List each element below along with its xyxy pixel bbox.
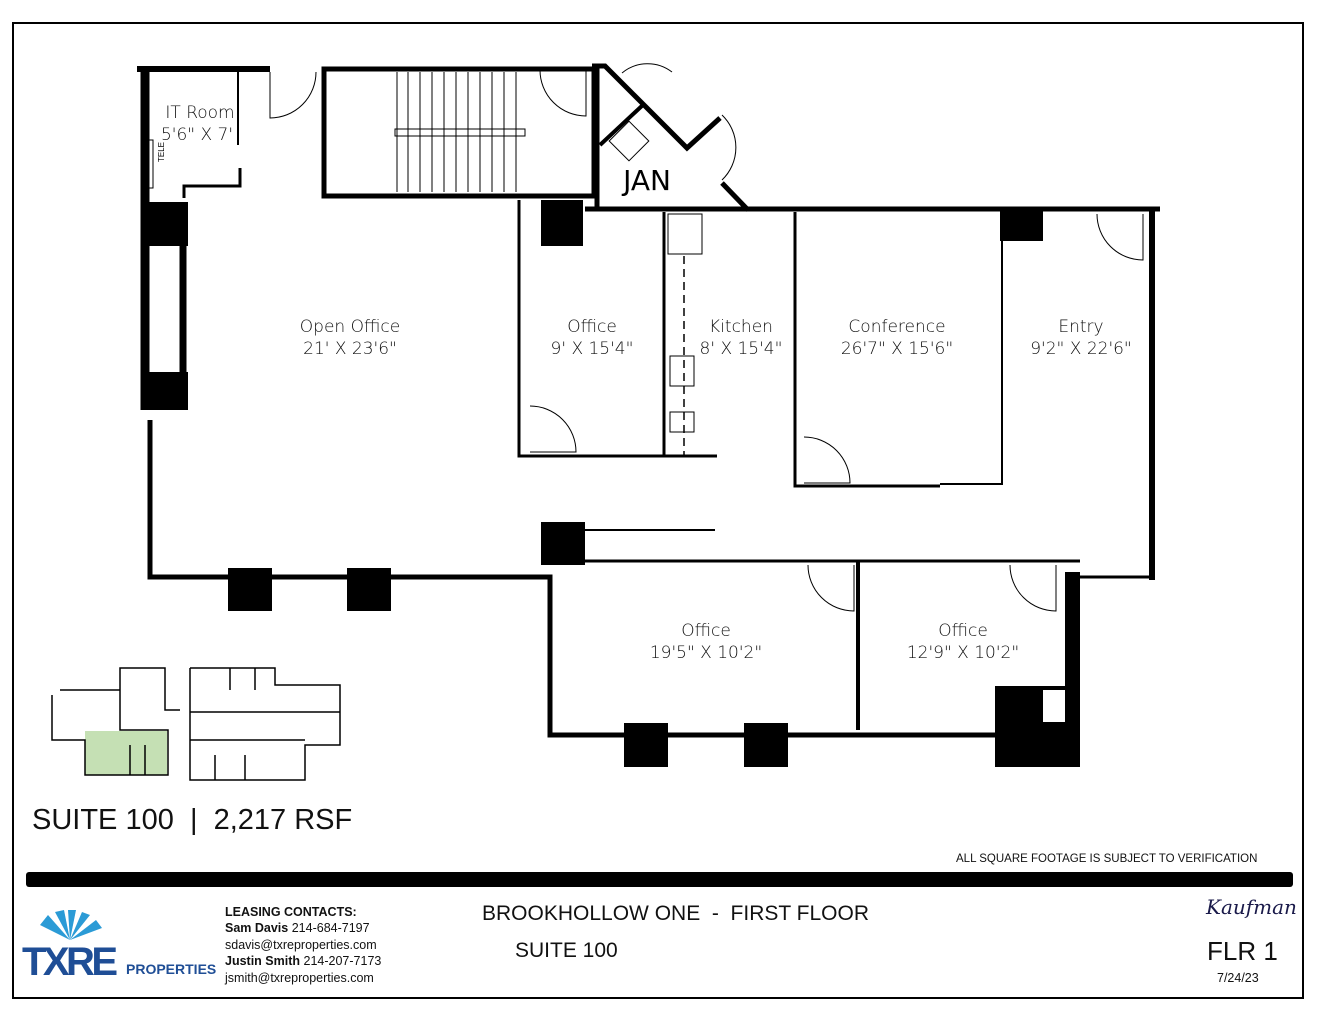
- divider-bar: [26, 872, 1293, 887]
- page-border: [12, 22, 1304, 999]
- room-name: Conference: [848, 317, 945, 337]
- suite-highlight: [85, 731, 167, 775]
- room-dims: 9'2" X 22'6": [1030, 339, 1132, 359]
- leasing-title: LEASING CONTACTS:: [225, 905, 357, 919]
- contact-email[interactable]: jsmith@txreproperties.com: [225, 970, 374, 985]
- tele-label: TELE: [157, 142, 166, 162]
- contact-email[interactable]: sdavis@txreproperties.com: [225, 937, 377, 952]
- contact-phone: 214-684-7197: [291, 921, 370, 936]
- contact-name: Justin Smith: [225, 954, 301, 969]
- jan-label: JAN: [621, 164, 671, 197]
- contact-name: Sam Davis: [225, 921, 289, 936]
- leasing-contacts: LEASING CONTACTS: Sam Davis 214-684-7197…: [225, 904, 381, 986]
- suite-rsf-title: SUITE 100 | 2,217 RSF: [32, 804, 353, 836]
- contact-phone: 214-207-7173: [303, 954, 382, 969]
- room-name: Office: [938, 621, 988, 641]
- columns: [142, 200, 1080, 767]
- room-name: IT Room: [165, 103, 234, 123]
- room-dims: 8' X 15'4": [700, 339, 783, 359]
- room-dims: 9' X 15'4": [551, 339, 634, 359]
- svg-text:TXRE: TXRE: [22, 940, 118, 984]
- date-label: 7/24/23: [1217, 971, 1259, 985]
- room-name: Entry: [1058, 317, 1103, 337]
- suite-label: SUITE 100: [515, 939, 618, 962]
- room-dims: 12'9" X 10'2": [907, 643, 1019, 663]
- building-title: BROOKHOLLOW ONE - FIRST FLOOR: [482, 902, 869, 925]
- room-name: Open Office: [300, 317, 400, 337]
- room-name: Office: [681, 621, 731, 641]
- room-dims: 5'6" X 7': [161, 125, 233, 145]
- floor-label: FLR 1: [1207, 936, 1278, 966]
- room-dims: 26'7" X 15'6": [841, 339, 953, 359]
- key-plan: [51, 667, 341, 781]
- disclaimer: ALL SQUARE FOOTAGE IS SUBJECT TO VERIFIC…: [956, 853, 1258, 865]
- room-dims: 19'5" X 10'2": [650, 643, 762, 663]
- room-name: Office: [567, 317, 617, 337]
- room-labels: IT Room 5'6" X 7' TELE JAN Open Office 2…: [157, 103, 1132, 663]
- room-name: Kitchen: [709, 317, 773, 337]
- logo-subtitle: PROPERTIES: [126, 961, 217, 977]
- txre-logo: TXRE: [22, 910, 118, 984]
- stairwell: [321, 66, 597, 199]
- signature: Kaufman: [1206, 895, 1297, 919]
- room-dims: 21' X 23'6": [303, 339, 397, 359]
